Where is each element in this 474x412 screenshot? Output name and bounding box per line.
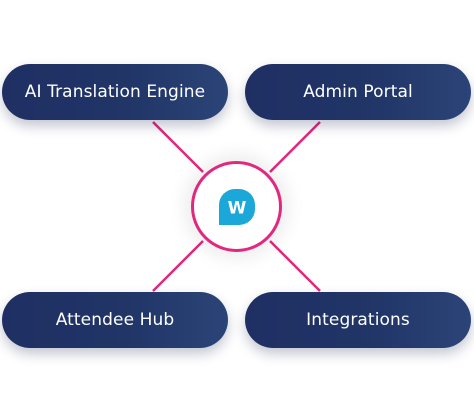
hub-circle: W	[191, 161, 282, 252]
speech-bubble-logo-icon: W	[215, 185, 259, 229]
node-label: Admin Portal	[303, 82, 413, 102]
node-label: Integrations	[306, 310, 410, 330]
node-attendee-hub: Attendee Hub	[2, 292, 228, 348]
connector-bottom-left	[152, 240, 204, 292]
node-ai-translation-engine: AI Translation Engine	[2, 64, 228, 120]
node-admin-portal: Admin Portal	[245, 64, 471, 120]
connector-top-left	[152, 121, 204, 173]
node-label: Attendee Hub	[55, 310, 175, 330]
connector-top-right	[269, 121, 321, 173]
logo-letter: W	[227, 198, 246, 218]
connector-bottom-right	[269, 240, 321, 292]
node-label: AI Translation Engine	[24, 82, 206, 102]
node-integrations: Integrations	[245, 292, 471, 348]
